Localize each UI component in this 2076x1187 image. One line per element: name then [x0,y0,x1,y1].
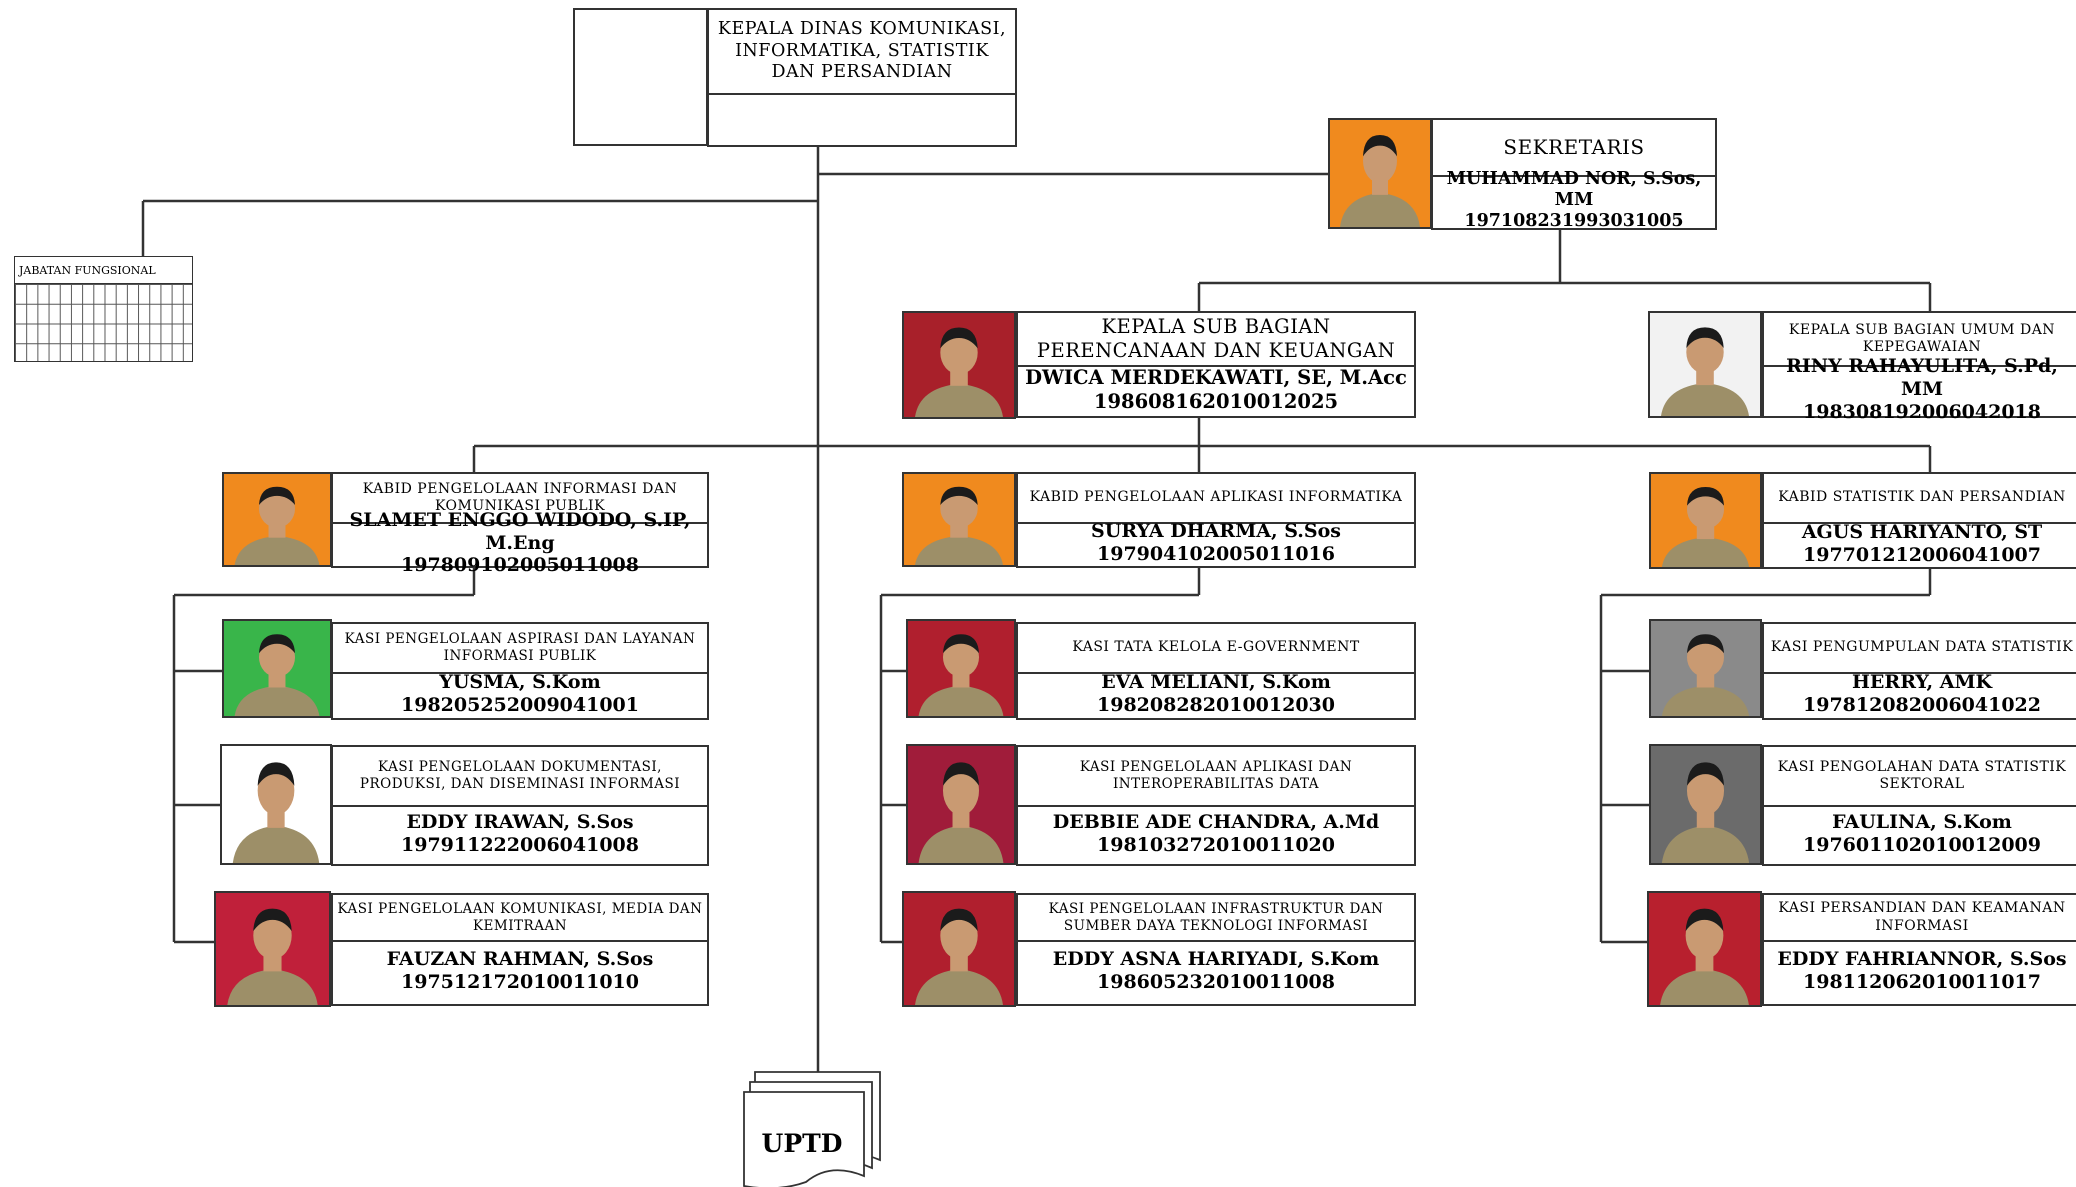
bidang-1-kasi-2-nip: 198605232010011008 [1097,971,1335,993]
bidang-0-kasi-2-photo [214,891,331,1007]
bidang-2-kasi-1-photo [1649,744,1762,865]
bidang-2-kasi-0-photo [1649,619,1762,718]
bidang-2-kasi-2-title: KASI PERSANDIAN DAN KEAMANAN INFORMASI [1764,895,2076,942]
sekretaris-title: SEKRETARIS [1433,120,1715,177]
subbag-0-box: KEPALA SUB BAGIAN PERENCANAAN DAN KEUANG… [1016,311,1416,418]
subbag-0-name: DWICA MERDEKAWATI, SE, M.Acc [1025,366,1407,390]
bidang-2-kabid-title: KABID STATISTIK DAN PERSANDIAN [1764,474,2076,524]
bidang-1-kasi-0-title: KASI TATA KELOLA E-GOVERNMENT [1018,624,1414,674]
bidang-2-kasi-2-nip: 198112062010011017 [1803,971,2041,993]
bidang-2-kasi-1-nip: 197601102010012009 [1803,833,2041,856]
subbag-1-title: KEPALA SUB BAGIAN UMUM DAN KEPEGAWAIAN [1764,313,2076,367]
subbag-0-photo [902,311,1016,419]
jabatan-fungsional-title: JABATAN FUNGSIONAL [14,256,193,284]
uptd-icon [743,1071,881,1187]
jabatan-fungsional-grid [14,283,193,362]
bidang-1-kasi-1-name: DEBBIE ADE CHANDRA, A.Md [1052,810,1380,833]
head-name [709,91,1015,145]
bidang-0-kasi-2-box: KASI PENGELOLAAN KOMUNIKASI, MEDIA DAN K… [331,893,709,1006]
bidang-1-kasi-2-box: KASI PENGELOLAAN INFRASTRUKTUR DAN SUMBE… [1016,893,1416,1006]
bidang-2-kabid-name: AGUS HARIYANTO, ST [1801,520,2043,543]
bidang-0-kabid-name: SLAMET ENGGO WIDODO, S.IP, M.Eng [349,508,691,554]
bidang-2-kasi-0-title: KASI PENGUMPULAN DATA STATISTIK [1764,624,2076,674]
bidang-0-kabid-title: KABID PENGELOLAAN INFORMASI DAN KOMUNIKA… [333,474,707,524]
bidang-2-kasi-0-name: HERRY, AMK [1851,671,1993,694]
bidang-0-kasi-1-photo [220,744,332,865]
bidang-2-kasi-2-photo [1647,891,1762,1007]
bidang-1-kasi-0-nip: 198208282010012030 [1097,694,1335,716]
bidang-0-kasi-1-box: KASI PENGELOLAAN DOKUMENTASI, PRODUKSI, … [331,745,709,866]
bidang-0-kasi-1-nip: 197911222006041008 [401,833,639,856]
sekretaris-photo [1328,118,1432,229]
bidang-0-kasi-0-name: YUSMA, S.Kom [439,671,601,694]
bidang-0-kasi-2-title: KASI PENGELOLAAN KOMUNIKASI, MEDIA DAN K… [333,895,707,942]
bidang-1-kasi-1-nip: 198103272010011020 [1097,833,1335,856]
bidang-1-kasi-1-title: KASI PENGELOLAAN APLIKASI DAN INTEROPERA… [1018,747,1414,807]
bidang-0-kasi-0-nip: 198205252009041001 [401,694,639,716]
bidang-1-kasi-1-box: KASI PENGELOLAAN APLIKASI DAN INTEROPERA… [1016,745,1416,866]
head-title: KEPALA DINAS KOMUNIKASI, INFORMATIKA, ST… [709,10,1015,95]
bidang-2-kabid-nip: 197701212006041007 [1803,543,2041,566]
bidang-1-kabid-name: SURYA DHARMA, S.Sos [1091,520,1341,543]
bidang-1-kasi-2-title: KASI PENGELOLAAN INFRASTRUKTUR DAN SUMBE… [1018,895,1414,942]
bidang-0-kasi-1-name: EDDY IRAWAN, S.Sos [406,810,634,833]
subbag-1-nip: 198308192006042018 [1803,400,2041,423]
bidang-0-kasi-0-photo [222,619,332,718]
bidang-1-kasi-1-photo [906,744,1016,865]
sekretaris-nip: 197108231993031005 [1464,211,1684,231]
bidang-1-kasi-0-name: EVA MELIANI, S.Kom [1101,671,1331,694]
bidang-0-kasi-1-title: KASI PENGELOLAAN DOKUMENTASI, PRODUKSI, … [333,747,707,807]
bidang-0-kasi-0-box: KASI PENGELOLAAN ASPIRASI DAN LAYANAN IN… [331,622,709,720]
subbag-1-name: RINY RAHAYULITA, S.Pd, MM [1786,355,2058,401]
bidang-0-kasi-0-title: KASI PENGELOLAAN ASPIRASI DAN LAYANAN IN… [333,624,707,674]
subbag-0-title: KEPALA SUB BAGIAN PERENCANAAN DAN KEUANG… [1018,313,1414,367]
bidang-0-kabid-photo [222,472,332,567]
bidang-2-kasi-1-name: FAULINA, S.Kom [1832,810,2012,833]
bidang-2-kasi-1-title: KASI PENGOLAHAN DATA STATISTIK SEKTORAL [1764,747,2076,807]
subbag-0-nip: 198608162010012025 [1093,389,1339,413]
subbag-1-photo [1648,311,1762,418]
bidang-1-kabid-photo [902,472,1016,567]
bidang-0-kasi-2-nip: 197512172010011010 [401,971,639,993]
bidang-1-kasi-2-name: EDDY ASNA HARIYADI, S.Kom [1052,948,1380,971]
head-photo-placeholder [573,8,708,146]
sekretaris-name: MUHAMMAD NOR, S.Sos, MM [1446,169,1702,210]
bidang-2-kabid-photo [1649,472,1762,569]
bidang-0-kabid-nip: 197809102005011008 [401,554,639,577]
bidang-0-kabid-box: KABID PENGELOLAAN INFORMASI DAN KOMUNIKA… [331,472,709,577]
bidang-1-kabid-title: KABID PENGELOLAAN APLIKASI INFORMATIKA [1018,474,1414,524]
bidang-0-kasi-2-name: FAUZAN RAHMAN, S.Sos [386,948,654,971]
bidang-1-kasi-2-photo [902,891,1016,1007]
bidang-1-kasi-0-photo [906,619,1016,718]
bidang-1-kabid-nip: 197904102005011016 [1097,543,1335,565]
bidang-2-kasi-0-nip: 197812082006041022 [1803,694,2041,716]
bidang-2-kasi-2-name: EDDY FAHRIANNOR, S.Sos [1777,948,2067,971]
uptd-label: UPTD [761,1128,843,1158]
head-box: KEPALA DINAS KOMUNIKASI, INFORMATIKA, ST… [707,8,1017,147]
